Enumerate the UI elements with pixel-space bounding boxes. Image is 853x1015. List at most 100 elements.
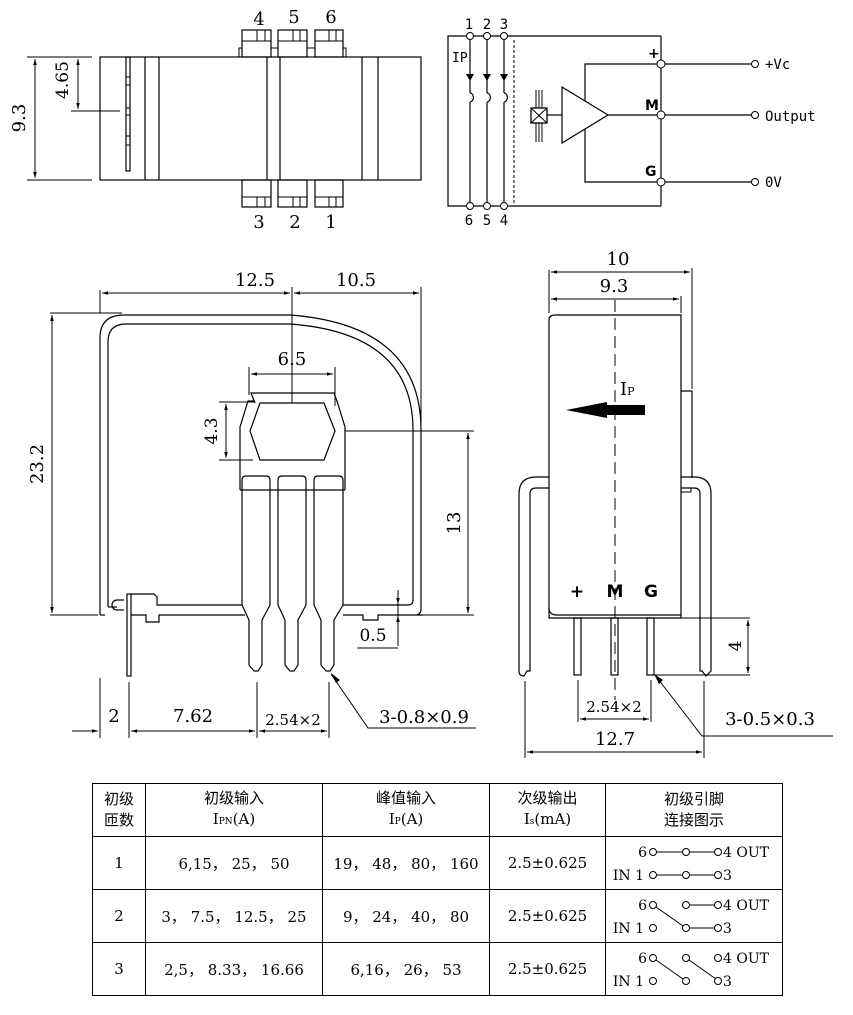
top-pin-label: 6 [325,7,336,28]
dim-total-height: 23.2 [27,444,48,484]
header-symbol: I [388,809,395,828]
connection-diagram-three-series: 6 4 OUT IN 1 3 [613,951,770,990]
cell-secondary-output: 2.5±0.625 [489,836,606,890]
node-m-label: M [645,98,659,114]
dim-right-height: 13 [444,512,465,535]
front-view: 12.5 10.5 6.5 4.3 23.2 13 0.5 2 7.62 2.5… [27,270,476,738]
terminal-0v [751,178,759,186]
col-header-turns: 初级 匝数 [92,783,146,837]
bottom-pin-label: 1 [325,212,336,233]
side-pin-label-plus: + [570,582,584,602]
cell-secondary-output: 2.5±0.625 [489,942,606,996]
cell-peak-input: 6,16， 26， 53 [322,942,490,996]
cell-connection-diagram: 6 4 OUT IN 1 3 [605,836,783,890]
header-line: 连接图示 [663,811,724,829]
schem-current-label: IP [452,51,468,66]
col-header-rated-input: 初级输入 IPN(A) [145,783,323,837]
table-header-row: 初级 匝数 初级输入 IPN(A) 峰值输入 IP(A) 次级输出 Is(mA)… [92,783,783,837]
col-header-secondary-output: 次级输出 Is(mA) [489,783,606,837]
conn-label: 3 [723,868,732,884]
cell-rated-input: 3， 7.5， 12.5， 25 [145,889,323,943]
dim-pin-pitch: 2.54×2 [265,711,321,729]
top-view-pins-top [238,29,347,58]
top-pin-label: 4 [253,9,264,30]
node-g-label: G [645,164,657,180]
header-line: 初级 [103,790,134,808]
terminal-vc [751,60,759,68]
header-line: 初级引脚 [663,790,724,808]
header-sub: PN [218,816,233,827]
side-pin-m [610,617,619,676]
header-line: IPN(A) [146,809,322,833]
header-sub: P [394,816,401,827]
side-pin-label-g: G [644,582,658,602]
schem-pin-label: 2 [483,17,491,33]
output-vc-label: +Vc [765,57,790,73]
col-header-peak-input: 峰值输入 IP(A) [322,783,490,837]
header-unit: (A) [400,809,424,828]
conn-label: IN 1 [613,974,644,990]
top-view: 4 5 6 3 2 1 9.3 4.65 [9,7,422,233]
dim-left-width: 12.5 [235,270,275,291]
conn-label: IN 1 [613,868,644,884]
dim-right-width: 10.5 [336,270,376,291]
cell-connection-diagram: 6 4 OUT IN 1 3 [605,942,783,996]
side-body [548,314,682,619]
cell-rated-input: 6,15， 25， 50 [145,836,323,890]
front-pins [241,475,344,672]
hex-core [239,392,346,491]
output-0v-label: 0V [765,175,782,191]
dim-pin-offset: 2 [108,706,119,727]
cell-turns: 1 [92,836,146,890]
technical-drawing: 4 5 6 3 2 1 9.3 4.65 [9,7,833,758]
cell-rated-input: 2,5， 8.33， 16.66 [145,942,323,996]
conn-label: 4 OUT [723,951,770,967]
schem-pin-label: 5 [483,213,491,229]
primary-conductor [466,40,508,202]
current-direction-arrow-icon [566,402,645,418]
cell-connection-diagram: 6 4 OUT IN 1 3 [605,889,783,943]
header-unit: (A) [232,809,256,828]
dim-pin-first: 7.62 [173,706,213,727]
header-line: IP(A) [323,809,489,833]
cell-turns: 2 [92,889,146,943]
schematic: 1 2 3 6 5 4 IP + M G +Vc Ou [447,17,816,229]
conn-label: 6 [638,845,647,861]
dim-pin-spec: 3-0.8×0.9 [379,707,469,728]
hall-sensor-icon [530,90,562,142]
cell-peak-input: 9， 24， 40， 80 [322,889,490,943]
cell-turns: 3 [92,942,146,996]
bottom-pin-label: 2 [289,212,300,233]
output-signal-label: Output [765,109,816,125]
schem-pin-label: 4 [500,213,508,229]
dim-hex-height: 4.3 [202,417,222,444]
table-row: 3 2,5， 8.33， 16.66 6,16， 26， 53 2.5±0.62… [92,942,783,996]
col-header-pin-connection: 初级引脚 连接图示 [605,783,783,837]
conn-label: 3 [723,974,732,990]
side-current-label: IP [620,379,635,400]
header-symbol: I [212,809,219,828]
header-line: 次级输出 [517,788,578,807]
conn-label: 4 OUT [723,845,770,861]
dim-height: 9.3 [9,104,30,133]
dim-body-width: 9.3 [600,276,629,297]
top-view-pins-bottom [241,179,344,208]
side-view: IP + M G 10 9.3 4 2.54×2 12.7 3-0.5×0.3 [518,249,833,758]
header-sub: s [529,816,535,827]
cell-secondary-output: 2.5±0.625 [489,889,606,943]
side-pin-g [646,617,655,676]
conn-label: 6 [638,951,647,967]
header-line: 峰值输入 [375,788,436,807]
top-pin-label: 5 [288,7,299,28]
top-view-body [99,56,422,181]
header-line: 匝数 [103,811,134,829]
conn-label: 6 [638,898,647,914]
header-line: 初级输入 [203,788,264,807]
dim-outer-width: 10 [607,249,630,270]
schem-pin-label: 3 [500,17,508,33]
dim-offset: 0.5 [359,626,386,646]
node-plus-label: + [648,46,660,62]
dim-half-height: 4.65 [53,61,73,99]
conn-label: 4 OUT [723,898,770,914]
conn-label: IN 1 [613,921,644,937]
